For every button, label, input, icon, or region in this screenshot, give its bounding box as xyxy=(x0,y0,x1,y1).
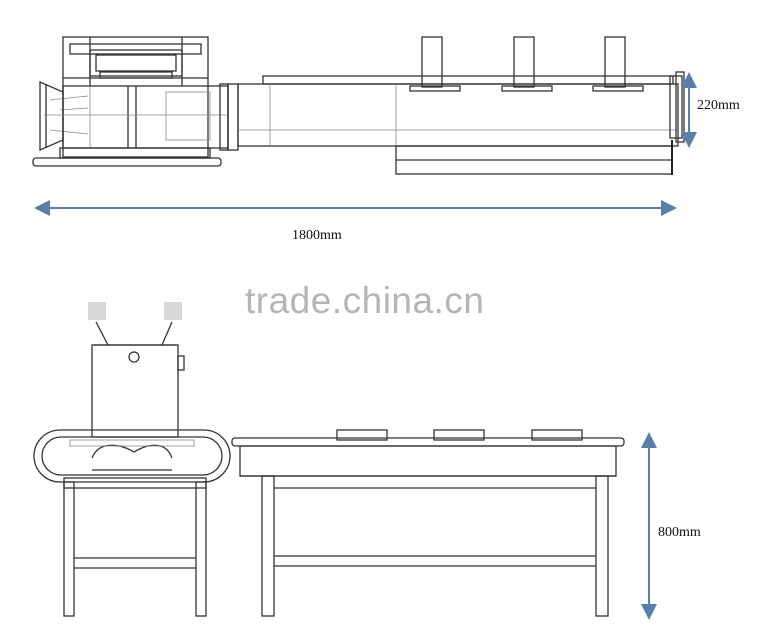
height-side-dimension-label: 800mm xyxy=(658,525,701,540)
watermark: trade.china.cn xyxy=(245,280,485,321)
side-view xyxy=(33,302,625,617)
width-dimension-label: 1800mm xyxy=(292,228,342,243)
height-top-dimension-label: 220mm xyxy=(697,98,740,113)
top-view xyxy=(32,36,685,175)
